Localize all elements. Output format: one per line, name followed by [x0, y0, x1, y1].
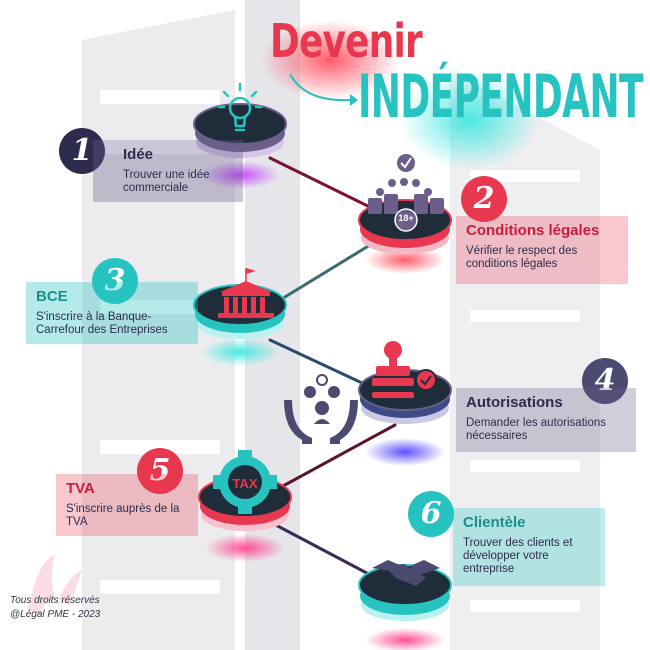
- title-glow-teal: [400, 70, 540, 170]
- step-1-description: Trouver une idée commerciale: [123, 169, 210, 194]
- step-2-number: 2: [461, 176, 507, 222]
- step-1-box: Idée Trouver une idée commerciale: [93, 140, 243, 202]
- step-4-box: Autorisations Demander les autorisations…: [456, 388, 636, 452]
- step-2-description: Vérifier le respect des conditions légal…: [466, 245, 578, 270]
- glow-step6: [365, 628, 445, 650]
- footer-line-1: Tous droits réservés: [10, 595, 100, 606]
- step-4-description: Demander les autorisations nécessaires: [466, 417, 606, 442]
- lightbulb-icon: [217, 82, 263, 132]
- building-left: [82, 10, 235, 650]
- step-2-box: Conditions légales Vérifier le respect d…: [456, 216, 628, 284]
- audience-icon: [368, 154, 444, 232]
- hands-care-icon: [284, 374, 358, 444]
- step-5-title: TVA: [66, 480, 95, 497]
- glow-step4: [365, 438, 445, 466]
- age-badge: 18+: [398, 213, 414, 223]
- copyright-footer: Tous droits réservés @Légal PME - 2023: [10, 594, 100, 622]
- step-2-title: Conditions légales: [466, 222, 600, 239]
- title-line-1: Devenir: [270, 14, 423, 68]
- step-1-title: Idée: [123, 146, 154, 163]
- step-4-title: Autorisations: [466, 394, 563, 411]
- bank-building-icon: [218, 268, 274, 318]
- glow-step1: [200, 161, 280, 189]
- building-windows: [100, 90, 580, 612]
- title-arrow-head: [350, 94, 358, 106]
- tax-label: TAX: [232, 476, 257, 491]
- handshake-icon: [372, 560, 440, 586]
- step-5-description: S'inscrire auprès de la TVA: [66, 503, 180, 528]
- step-6-number: 6: [408, 491, 454, 537]
- footer-line-2: @Légal PME - 2023: [10, 609, 101, 620]
- platform-handshake: [358, 564, 452, 621]
- glow-step5: [205, 534, 285, 562]
- step-5-number: 5: [137, 448, 183, 494]
- step-3-number: 3: [92, 258, 138, 304]
- step-6-description: Trouver des clients et développer votre …: [463, 537, 573, 575]
- title-arrow: [289, 73, 351, 102]
- title-line-2: INDÉPENDANT: [358, 62, 644, 132]
- tax-gear-icon: TAX: [213, 450, 277, 514]
- platform-idea: [193, 103, 287, 158]
- step-3-box: BCE S'inscrire à la Banque-Carrefour des…: [26, 282, 198, 344]
- step-4-number: 4: [582, 358, 628, 404]
- glow-step3: [200, 338, 280, 366]
- watermark-logo: [28, 555, 82, 615]
- stamp-icon: [372, 341, 437, 398]
- step-3-description: S'inscrire à la Banque-Carrefour des Ent…: [36, 311, 168, 336]
- step-1-number: 1: [59, 128, 105, 174]
- step-6-box: Clientèle Trouver des clients et dévelop…: [453, 508, 605, 586]
- step-3-title: BCE: [36, 288, 68, 305]
- glow-step2: [365, 246, 445, 274]
- step-5-box: TVA S'inscrire auprès de la TVA: [56, 474, 198, 536]
- step-6-title: Clientèle: [463, 514, 526, 531]
